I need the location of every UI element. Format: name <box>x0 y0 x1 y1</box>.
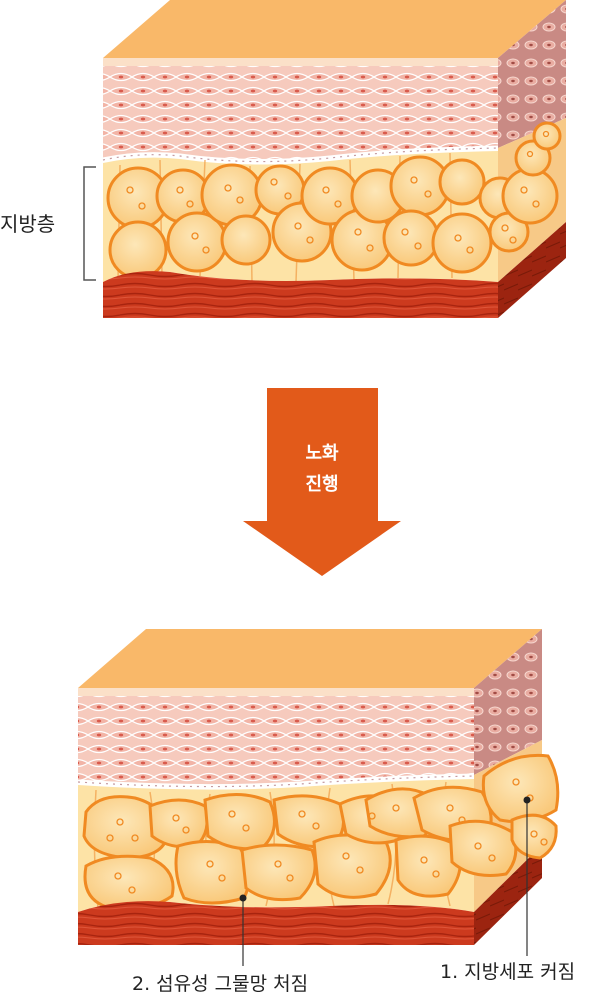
epidermis-side <box>498 0 566 148</box>
fat-layer-bracket <box>83 166 96 281</box>
muscle-side <box>498 222 566 318</box>
callout-fibrous-label: 2. 섬유성 그물망 처짐 <box>132 973 308 995</box>
callout-dot-fibrous <box>239 894 247 902</box>
aged-skin-block <box>77 629 560 945</box>
fat-cells-young <box>106 121 562 280</box>
callout-lines <box>242 800 528 966</box>
epidermis-side-aged <box>474 629 542 775</box>
young-skin-block <box>102 0 566 318</box>
muscle-layer-aged <box>78 901 474 945</box>
arrow-label-line2: 진행 <box>305 474 338 495</box>
skin-surface-top-aged <box>78 629 542 688</box>
fat-layer-label: 지방층 <box>0 212 55 236</box>
epidermis-layer <box>103 66 498 162</box>
aging-arrow <box>243 388 401 576</box>
muscle-side-aged <box>474 845 542 945</box>
skin-surface-top <box>103 0 566 58</box>
callout-fat-cell-label: 1. 지방세포 커짐 <box>440 961 575 983</box>
epidermis-layer-aged <box>78 696 474 787</box>
arrow-label-line1: 노화 <box>305 443 339 464</box>
callout-dot-fat-cell <box>523 796 531 804</box>
muscle-layer <box>103 271 498 318</box>
